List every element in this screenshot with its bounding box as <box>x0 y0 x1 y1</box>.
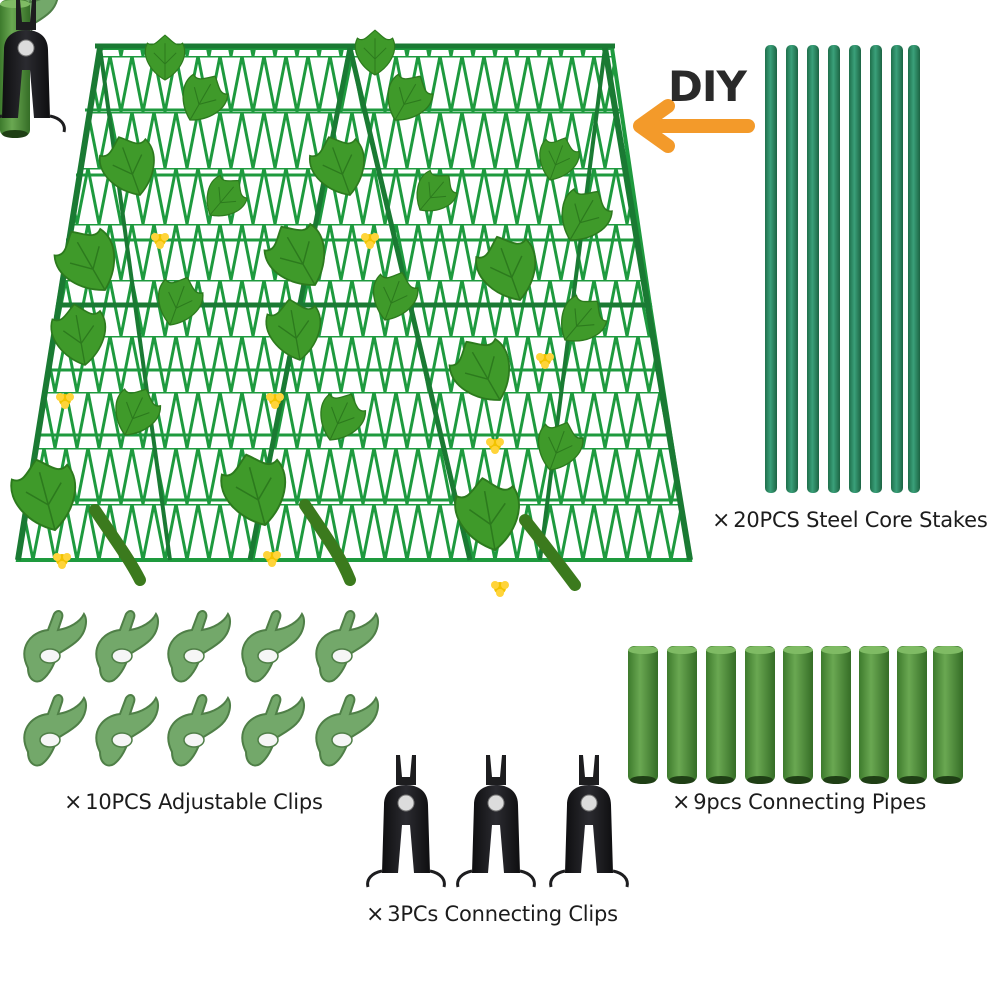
adjustable-clip-icon <box>315 694 379 767</box>
adjustable-clip-icon <box>315 610 379 683</box>
steel-stake-icon <box>828 45 840 493</box>
steel-stake-icon <box>849 45 861 493</box>
connecting-pipe-icon <box>706 646 736 784</box>
connecting-clips-text: 3PCs Connecting Clips <box>387 902 618 926</box>
vine-middle <box>214 29 465 586</box>
connecting-pipe-icon <box>859 646 889 784</box>
connecting-pipe-icon <box>783 646 813 784</box>
adjustable-clip-icon <box>241 694 305 767</box>
steel-stake-icon <box>891 45 903 493</box>
connecting-clips-label: ×3PCs Connecting Clips <box>366 902 618 927</box>
adjustable-clips-label: ×10PCS Adjustable Clips <box>64 790 323 815</box>
quantity-multiplier: × <box>712 508 731 533</box>
steel-stakes-group <box>765 45 920 493</box>
connecting-clip-icon <box>366 753 446 889</box>
vine-right <box>440 130 620 597</box>
steel-stake-icon <box>786 45 798 493</box>
adjustable-clip-icon <box>23 610 87 683</box>
connecting-pipe-icon <box>933 646 963 784</box>
connecting-clip-icon <box>456 753 536 889</box>
quantity-multiplier: × <box>64 790 83 815</box>
adjustable-clip-icon <box>23 694 87 767</box>
trellis-illustration <box>4 29 693 597</box>
quantity-multiplier: × <box>672 790 691 815</box>
connecting-pipes-label: ×9pcs Connecting Pipes <box>672 790 926 815</box>
adjustable-clip-icon <box>167 610 231 683</box>
adjustable-clip-icon <box>95 694 159 767</box>
vine-left <box>4 34 255 586</box>
steel-stake-icon <box>765 45 777 493</box>
connecting-pipe-icon <box>667 646 697 784</box>
connecting-clips-group <box>0 0 629 889</box>
left-arrow-icon <box>633 99 755 153</box>
steel-stake-icon <box>908 45 920 493</box>
connecting-clip-icon <box>549 753 629 889</box>
adjustable-clips-text: 10PCS Adjustable Clips <box>85 790 323 814</box>
steel-stake-icon <box>870 45 882 493</box>
adjustable-clip-icon <box>241 610 305 683</box>
steel-stakes-text: 20PCS Steel Core Stakes <box>733 508 988 532</box>
connecting-pipe-icon <box>821 646 851 784</box>
steel-stakes-label: ×20PCS Steel Core Stakes <box>712 508 988 533</box>
diy-label: DIY <box>668 62 747 111</box>
adjustable-clip-icon <box>167 694 231 767</box>
steel-stake-icon <box>807 45 819 493</box>
adjustable-clip-icon <box>95 610 159 683</box>
connecting-pipe-icon <box>745 646 775 784</box>
connecting-pipes-text: 9pcs Connecting Pipes <box>693 790 927 814</box>
connecting-pipe-icon <box>897 646 927 784</box>
connecting-pipe-icon <box>628 646 658 784</box>
quantity-multiplier: × <box>366 902 385 927</box>
